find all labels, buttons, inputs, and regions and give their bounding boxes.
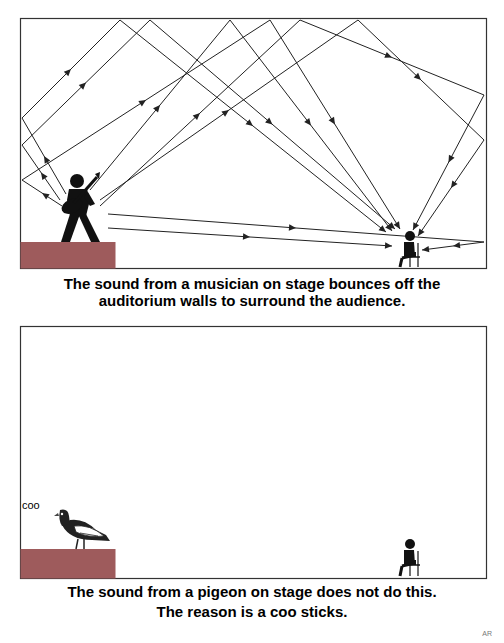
arrowhead <box>41 173 48 181</box>
arrowhead <box>193 113 200 120</box>
guitarist-silhouette <box>59 172 100 242</box>
arrowhead <box>221 110 229 117</box>
arrowhead <box>42 193 50 199</box>
arrowhead <box>394 221 400 229</box>
watermark: AR <box>462 630 492 638</box>
stage <box>21 242 116 269</box>
arrowhead <box>153 105 160 112</box>
sound-ray <box>108 228 392 246</box>
arrowhead <box>304 118 311 126</box>
arrowhead <box>289 224 296 230</box>
sound-word: coo <box>22 499 62 511</box>
arrowhead <box>413 222 419 230</box>
panel-frame <box>21 327 487 579</box>
top-panel <box>21 19 487 269</box>
sound-rays <box>22 20 484 252</box>
bottom-panel <box>21 327 487 579</box>
stage <box>21 549 116 579</box>
seated-listener <box>400 231 420 267</box>
sound-ray <box>100 20 484 230</box>
arrowhead <box>44 156 50 164</box>
arrowhead <box>385 242 392 248</box>
panel-caption: The sound from a pigeon on stage does no… <box>22 584 482 601</box>
arrowhead <box>64 69 71 76</box>
arrowhead <box>138 100 146 106</box>
arrowhead <box>329 117 335 125</box>
sound-ray <box>22 20 386 232</box>
arrowhead <box>449 155 455 163</box>
arrowhead <box>243 233 250 239</box>
arrowhead <box>384 52 392 58</box>
seated-listener <box>400 539 420 576</box>
sound-ray <box>90 20 392 231</box>
arrowhead <box>414 73 421 80</box>
arrowhead <box>246 119 253 126</box>
panel-caption: The reason is a coo sticks. <box>22 604 482 621</box>
panel-caption: The sound from a musician on stage bounc… <box>32 276 472 310</box>
pigeon <box>54 510 110 549</box>
arrowhead <box>453 242 460 248</box>
arrowhead <box>422 246 429 252</box>
arrowhead <box>379 225 386 232</box>
arrowhead <box>265 118 272 125</box>
panel-frame <box>21 19 487 269</box>
arrowhead <box>451 180 458 188</box>
sound-ray <box>100 20 484 236</box>
arrowhead <box>385 223 392 231</box>
sound-ray <box>108 214 484 250</box>
arrowhead <box>418 228 425 236</box>
arrowhead <box>79 83 86 90</box>
